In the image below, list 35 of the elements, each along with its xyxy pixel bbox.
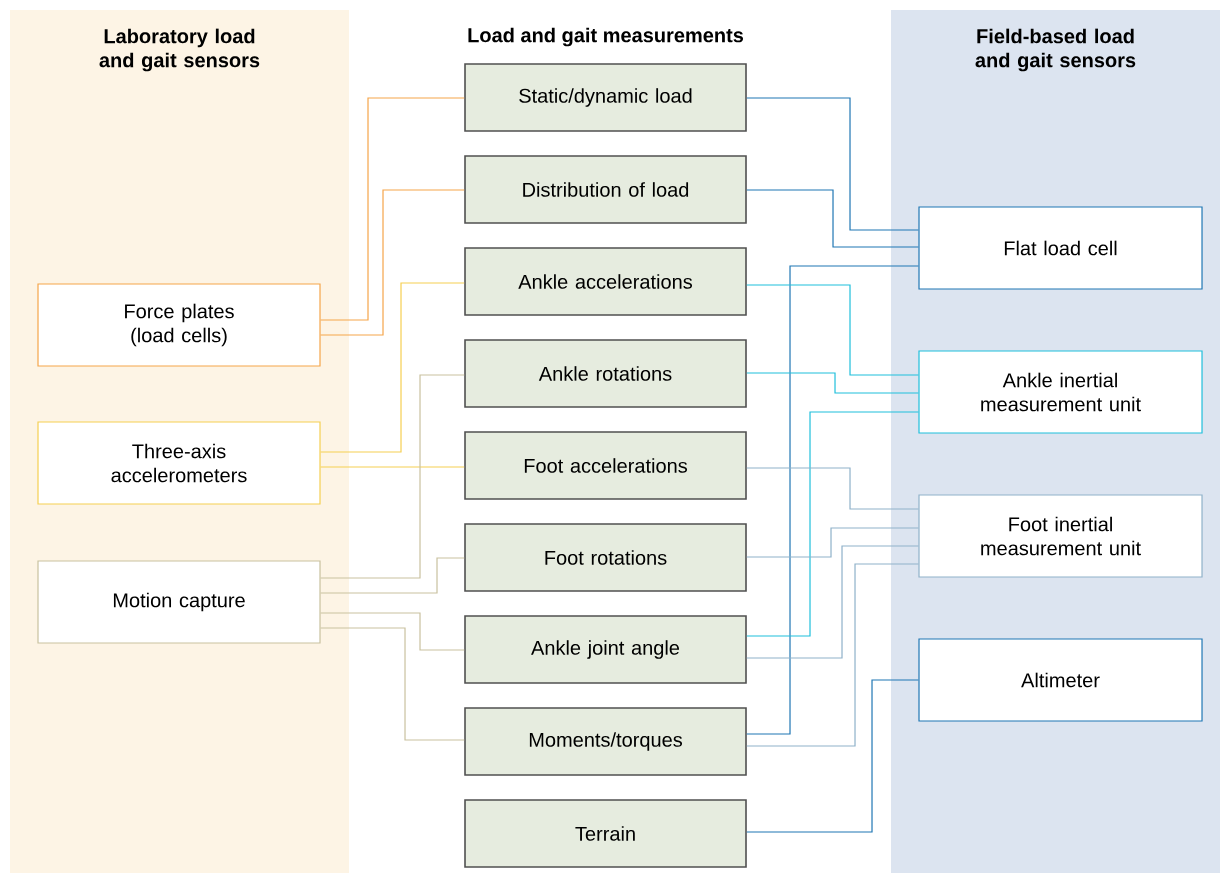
measurement-box: Foot rotations [464, 523, 747, 592]
connector-line [320, 466, 465, 468]
connector-line [320, 612, 465, 651]
connector-line [320, 374, 465, 579]
sensor-box: Flat load cell [918, 206, 1203, 290]
sensor-box: Force plates (load cells) [37, 283, 321, 367]
connector-line [320, 189, 465, 336]
sensor-box: Foot inertial measurement unit [918, 494, 1203, 578]
measurement-box: Moments/torques [464, 707, 747, 776]
connector-line [746, 284, 919, 376]
sensor-box: Three-axis accelerometers [37, 421, 321, 505]
measurement-box: Ankle accelerations [464, 247, 747, 316]
measurement-box: Distribution of load [464, 155, 747, 224]
connector-line [746, 527, 919, 558]
connector-line [746, 411, 919, 637]
connector-line [746, 679, 919, 833]
connector-line [320, 557, 465, 594]
connector-line [320, 97, 465, 321]
connector-line [746, 97, 919, 231]
connector-line [746, 372, 919, 394]
measurement-box: Ankle joint angle [464, 615, 747, 684]
connector-line [746, 467, 919, 510]
connector-line [746, 189, 919, 248]
measurement-box: Terrain [464, 799, 747, 868]
sensor-box: Ankle inertial measurement unit [918, 350, 1203, 434]
connector-line [746, 563, 919, 747]
sensor-box: Motion capture [37, 560, 321, 644]
measurement-box: Ankle rotations [464, 339, 747, 408]
connector-line [746, 545, 919, 659]
sensor-box: Altimeter [918, 638, 1203, 722]
connector-line [320, 282, 465, 453]
measurement-box: Static/dynamic load [464, 63, 747, 132]
measurement-box: Foot accelerations [464, 431, 747, 500]
connector-line [320, 627, 465, 741]
connector-line [746, 265, 919, 735]
